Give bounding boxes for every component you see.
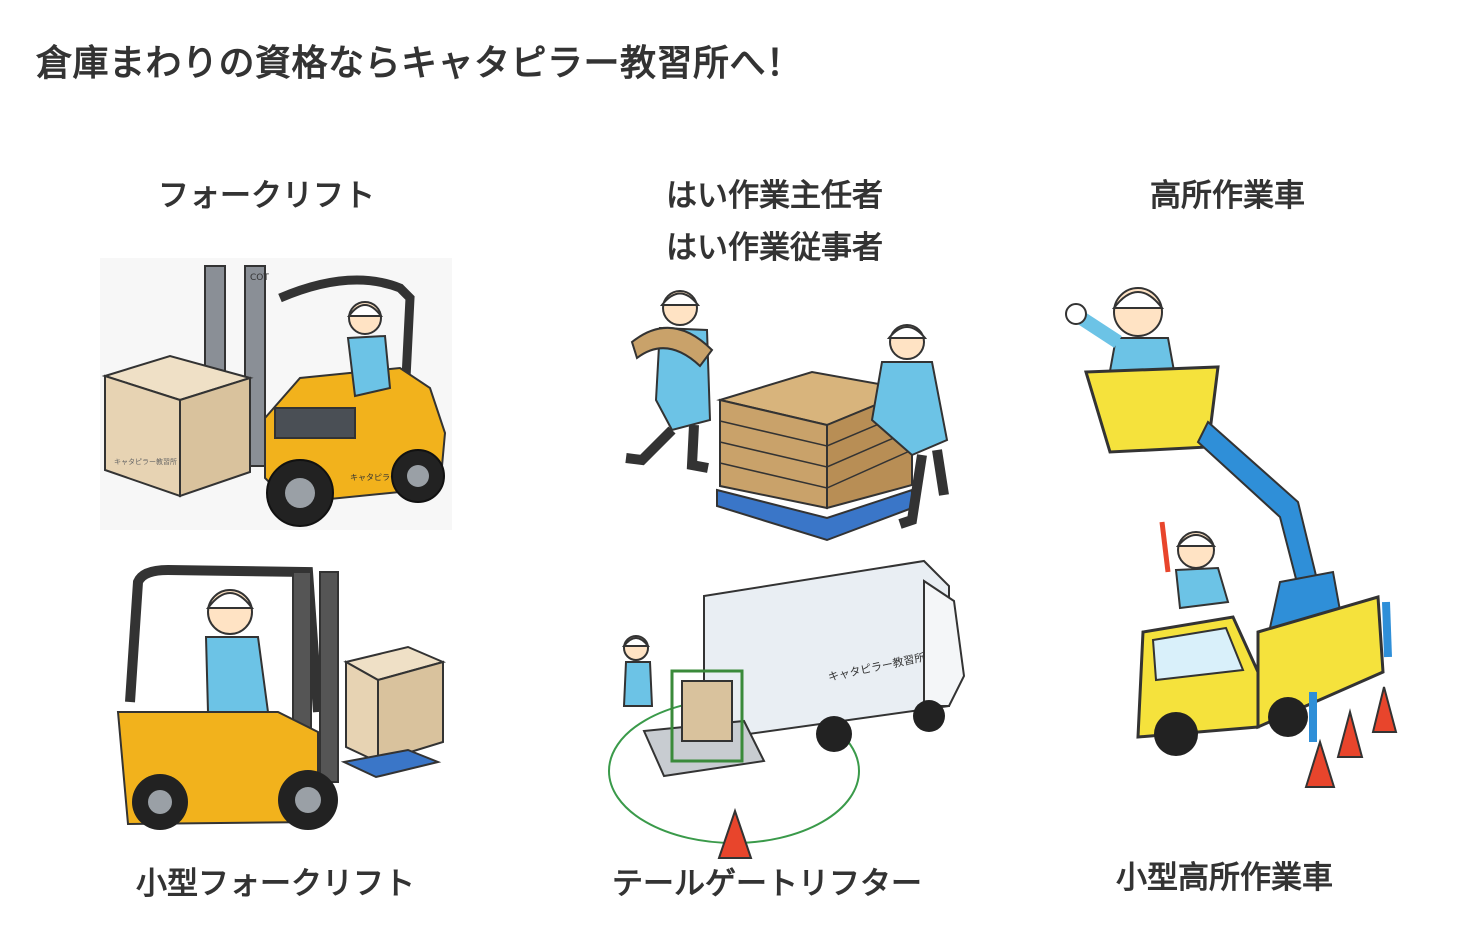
label-hai-chief: はい作業主任者	[666, 178, 883, 214]
label-tailgate-lifter: テールゲートリフター	[612, 866, 922, 902]
small-forklift-illustration	[108, 562, 450, 834]
label-small-forklift: 小型フォークリフト	[136, 866, 415, 902]
forklift-body-text: キャタピラー教習所	[350, 472, 422, 482]
page-heading: 倉庫まわりの資格ならキャタピラー教習所へ！	[36, 43, 803, 84]
label-aerial-work-platform: 高所作業車	[1150, 178, 1305, 214]
box-stamp: キャタピラー教習所	[114, 457, 177, 466]
label-small-aerial-platform: 小型高所作業車	[1116, 860, 1333, 896]
label-hai-worker: はい作業従事者	[666, 230, 883, 266]
mast-mark: COT	[250, 273, 269, 283]
label-forklift: フォークリフト	[158, 178, 375, 214]
aerial-platform-illustration	[1058, 272, 1418, 792]
tailgate-lifter-illustration: キャタピラー教習所	[604, 556, 970, 862]
stacking-work-illustration	[612, 280, 960, 542]
forklift-illustration: COT キャタピラー教習所 キャタピラー教習所	[100, 258, 452, 530]
